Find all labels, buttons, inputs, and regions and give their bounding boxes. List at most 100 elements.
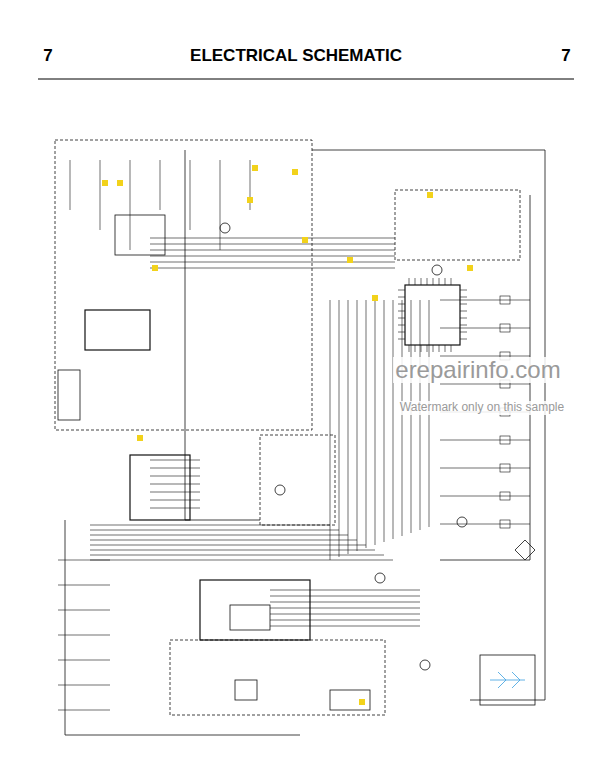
resistor-symbol — [500, 436, 510, 444]
resistor-symbol — [500, 324, 510, 332]
pin — [398, 304, 405, 305]
wire — [339, 300, 340, 557]
wire — [90, 530, 339, 531]
pin — [415, 345, 416, 352]
highlight-mark — [372, 295, 378, 301]
pin — [460, 304, 467, 305]
resistor-symbol — [500, 464, 510, 472]
page-number: 7 — [561, 47, 570, 66]
wire — [420, 300, 421, 530]
transistor-symbol — [420, 660, 430, 670]
wire — [100, 160, 101, 230]
wire — [357, 300, 358, 551]
wire — [58, 610, 110, 611]
wire — [440, 384, 530, 385]
wire — [220, 160, 221, 250]
highlight-mark — [427, 192, 433, 198]
pin — [460, 332, 467, 333]
inset-symbol — [480, 655, 535, 705]
bus-wires — [58, 160, 530, 710]
wire — [150, 468, 200, 469]
highlight-mark — [252, 165, 258, 171]
pin — [460, 325, 467, 326]
wire — [393, 300, 394, 539]
wire — [65, 520, 300, 735]
pin — [460, 297, 467, 298]
pin — [398, 311, 405, 312]
pin — [445, 278, 446, 285]
wire — [90, 540, 357, 541]
wire — [150, 262, 395, 263]
pin — [421, 345, 422, 352]
wire — [150, 476, 200, 477]
header-rule — [38, 79, 574, 80]
pin — [398, 325, 405, 326]
wire — [150, 250, 395, 251]
pin — [460, 339, 467, 340]
highlight-mark — [117, 180, 123, 186]
wire — [90, 550, 375, 551]
ic-chip — [405, 285, 460, 345]
pin — [445, 345, 446, 352]
wire — [270, 614, 420, 615]
wire — [348, 300, 349, 554]
highlight-mark — [137, 435, 143, 441]
board-outline — [55, 140, 312, 430]
pin — [415, 278, 416, 285]
relay — [235, 680, 257, 700]
wire — [411, 300, 412, 533]
wire — [90, 525, 330, 526]
wire — [190, 160, 191, 230]
wire — [70, 160, 71, 210]
board-outline — [170, 640, 385, 715]
pin — [409, 278, 410, 285]
board-outline — [260, 435, 335, 525]
wire — [130, 160, 131, 250]
transistor-symbol — [375, 573, 385, 583]
highlight-mark — [359, 699, 365, 705]
highlight-mark — [302, 237, 308, 243]
wire — [366, 300, 367, 548]
wire — [270, 626, 420, 627]
wire — [150, 268, 395, 269]
wire — [384, 300, 385, 542]
pin — [460, 318, 467, 319]
wire — [270, 620, 420, 621]
transistor-symbol — [457, 517, 467, 527]
pin — [460, 290, 467, 291]
pin — [439, 345, 440, 352]
pin — [398, 332, 405, 333]
wire — [90, 545, 366, 546]
pin — [427, 345, 428, 352]
wire — [58, 710, 110, 711]
resistor-symbol — [500, 296, 510, 304]
wire — [90, 555, 384, 556]
wire — [160, 160, 161, 210]
transistor-symbol — [275, 485, 285, 495]
wire — [90, 535, 348, 536]
transistor-symbol — [220, 223, 230, 233]
wire — [440, 440, 530, 441]
pin — [421, 278, 422, 285]
wire — [375, 300, 376, 545]
relay — [330, 690, 370, 710]
pin — [398, 318, 405, 319]
wire — [150, 244, 395, 245]
inset-symbol — [490, 672, 525, 688]
watermark: Watermark only on this sample — [398, 401, 566, 414]
bridge-rectifier — [515, 540, 535, 560]
wire — [150, 256, 395, 257]
pin — [433, 345, 434, 352]
wire — [150, 500, 200, 501]
wire — [150, 508, 200, 509]
wire — [58, 560, 110, 561]
pin — [460, 311, 467, 312]
pin — [427, 278, 428, 285]
transistor-symbol — [432, 265, 442, 275]
resistor-symbol — [500, 492, 510, 500]
pin — [439, 278, 440, 285]
pin — [451, 345, 452, 352]
highlight-mark — [102, 180, 108, 186]
controller-module — [200, 580, 310, 640]
